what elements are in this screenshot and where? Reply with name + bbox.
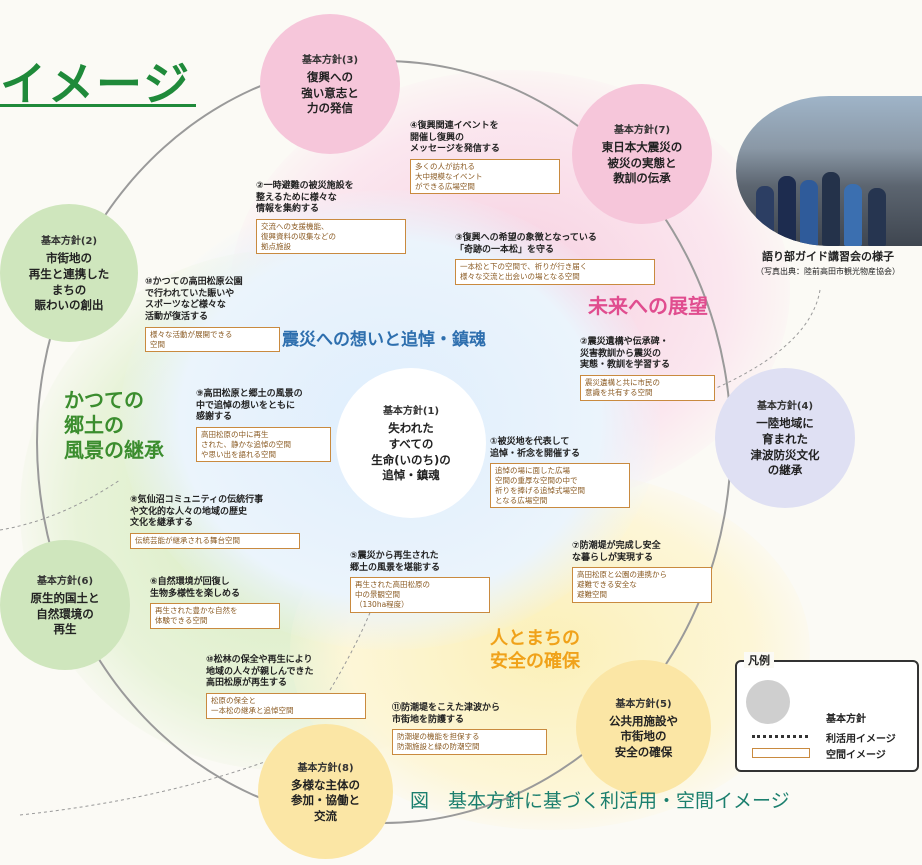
- policy-text: 公共用施設や 市街地の 安全の確保: [609, 713, 678, 759]
- leader-line-left-top: [0, 479, 121, 531]
- legend-policy-label: 基本方針: [826, 714, 866, 725]
- activity-item: ①被災地を代表して 追悼・祈念を開催する 追悼の場に面した広場 空間の重厚な空間…: [490, 426, 630, 519]
- space-image-box: 高田松原と公園の連携から 避難できる安全な 避難空間: [572, 567, 712, 603]
- person-figure: [844, 184, 862, 246]
- activity-item: ⑤震災から再生された 郷土の風景を堪能する 再生された高田松原の 中の景観空間 …: [350, 540, 490, 624]
- center-policy-text: 失われた すべての 生命(いのち)の 追悼・鎮魂: [371, 421, 451, 483]
- policy-number: 基本方針(8): [297, 762, 354, 774]
- guide-workshop-photo: [736, 96, 922, 246]
- activity-heading: ⑪防潮堤をこえた津波から 市街地を防護する: [392, 703, 501, 725]
- activity-heading: ③復興への希望の象徴となっている 「奇跡の一本松」を守る: [455, 233, 597, 255]
- zone-label-past: かつての 郷土の 風景の継承: [64, 388, 164, 462]
- person-figure: [868, 188, 886, 246]
- activity-heading: ⑤震災から再生された 郷土の風景を堪能する: [350, 551, 441, 573]
- photo-caption: 語り部ガイド講習会の様子: [762, 250, 894, 263]
- person-figure: [800, 180, 818, 246]
- space-image-box: 松原の保全と 一本松の継承と追悼空間: [206, 693, 366, 719]
- legend-activity-label: 利活用イメージ: [826, 734, 896, 745]
- policy-number: 基本方針(6): [36, 576, 94, 588]
- policy-number: 基本方針(2): [40, 236, 98, 248]
- space-image-box: 多くの人が訪れる 大中規模なイベント ができる広場空間: [410, 159, 560, 195]
- policy-text: 復興への 強い意志と 力の発信: [301, 70, 359, 116]
- activity-heading: ①被災地を代表して 追悼・祈念を開催する: [490, 437, 581, 459]
- photo-credit: （写真出典：陸前高田市観光物産協会）: [756, 267, 900, 276]
- space-image-box: 様々な活動が展開できる 空間: [145, 326, 280, 353]
- policy-circle-6: 基本方針(6) 原生的国土と 自然環境の 再生: [0, 540, 130, 670]
- legend-title: 凡例: [744, 652, 774, 668]
- policy-number: 基本方針(5): [615, 698, 672, 710]
- activity-heading: ⑥自然環境が回復し 生物多様性を楽しめる: [150, 577, 241, 599]
- legend-activity-swatch: [752, 735, 808, 740]
- activity-item: ⑨高田松原と郷土の風景の 中で追悼の想いをともに 感謝する 高田松原の中に再生 …: [196, 378, 331, 473]
- space-image-box: 一本松と下の空間で、祈りが行き届く 様々な交流と出会いの場となる空間: [455, 259, 655, 285]
- zone-label-future: 未来への展望: [588, 294, 708, 318]
- person-figure: [756, 186, 774, 246]
- figure-caption: 図 基本方針に基づく利活用・空間イメージ: [410, 790, 790, 812]
- activity-item: ⑩松林の保全や再生により 地域の人々が親しんできた 高田松原が再生する 松原の保…: [206, 644, 366, 730]
- legend-policy-swatch: [746, 680, 790, 724]
- policy-circle-2: 基本方針(2) 市街地の 再生と連携した まちの 賑わいの創出: [0, 204, 138, 342]
- person-figure: [778, 176, 796, 246]
- leader-line-left-bottom: [19, 759, 271, 816]
- policy-number: 基本方針(3): [301, 55, 359, 67]
- legend-space-label: 空間イメージ: [826, 750, 886, 761]
- activity-heading: ⑨高田松原と郷土の風景の 中で追悼の想いをともに 感謝する: [196, 389, 303, 423]
- policy-number: 基本方針(7): [613, 125, 671, 137]
- policy-text: 原生的国土と 自然環境の 再生: [30, 591, 100, 637]
- zone-label-safety: 人とまちの 安全の確保: [490, 628, 580, 672]
- policy-circle-8: 基本方針(8) 多様な主体の 参加・協働と 交流: [258, 724, 393, 859]
- activity-heading: ②震災遺構や伝承碑・ 災害教訓から震災の 実態・教訓を学習する: [580, 337, 671, 371]
- center-policy-circle: 基本方針(1) 失われた すべての 生命(いのち)の 追悼・鎮魂: [336, 368, 486, 518]
- activity-heading: ④復興関連イベントを 開催し復興の メッセージを発信する: [410, 121, 500, 155]
- title-underline: [0, 104, 196, 107]
- policy-circle-3: 基本方針(3) 復興への 強い意志と 力の発信: [260, 14, 400, 154]
- leader-line-right: [699, 289, 821, 396]
- activity-item: ④復興関連イベントを 開催し復興の メッセージを発信する 多くの人が訪れる 大中…: [410, 110, 560, 205]
- space-image-box: 交流への支援機能、 復興資料の収集などの 拠点施設: [256, 219, 406, 255]
- activity-heading: ⑦防潮堤が完成し安全 な暮らしが実現する: [572, 541, 661, 563]
- space-image-box: 高田松原の中に再生 された、静かな追悼の空間 や思い出を語れる空間: [196, 427, 331, 463]
- space-image-box: 防潮堤の機能を担保する 防潮施設と緑の防潮空間: [392, 729, 547, 755]
- activity-heading: ⑩松林の保全や再生により 地域の人々が親しんできた 高田松原が再生する: [206, 655, 314, 689]
- activity-item: ⑩かつての高田松原公園 で行われていた賑いや スポーツなど様々な 活動が復活する…: [145, 266, 280, 363]
- activity-item: ⑥自然環境が回復し 生物多様性を楽しめる 再生された豊かな自然を 体験できる空間: [150, 566, 280, 640]
- policy-text: 多様な主体の 参加・協働と 交流: [291, 777, 360, 823]
- space-image-box: 追悼の場に面した広場 空間の重厚な空間の中で 祈りを捧げる追悼式場空間 となる広…: [490, 463, 630, 509]
- space-image-box: 震災遺構と共に市民の 意識を共有する空間: [580, 375, 715, 401]
- space-image-box: 再生された豊かな自然を 体験できる空間: [150, 603, 280, 629]
- activity-item: ⑪防潮堤をこえた津波から 市街地を防護する 防潮堤の機能を担保する 防潮施設と緑…: [392, 692, 547, 766]
- activity-item: ⑦防潮堤が完成し安全 な暮らしが実現する 高田松原と公園の連携から 避難できる安…: [572, 530, 712, 614]
- space-image-box: 伝統芸能が継承される舞台空間: [130, 533, 300, 549]
- activity-heading: ②一時避難の被災施設を 整えるために様々な 情報を集約する: [256, 181, 354, 215]
- policy-circle-4: 基本方針(4) 一陸地域に 育まれた 津波防災文化 の継承: [715, 368, 855, 508]
- activity-heading: ⑧気仙沼コミュニティの伝統行事 や文化的な人々の地域の歴史 文化を継承する: [130, 495, 264, 529]
- activity-item: ②震災遺構や伝承碑・ 災害教訓から震災の 実態・教訓を学習する 震災遺構と共に市…: [580, 326, 715, 412]
- policy-text: 一陸地域に 育まれた 津波防災文化 の継承: [750, 416, 820, 478]
- activity-item: ②一時避難の被災施設を 整えるために様々な 情報を集約する 交流への支援機能、 …: [256, 170, 406, 265]
- policy-text: 市街地の 再生と連携した まちの 賑わいの創出: [28, 251, 110, 313]
- center-policy-number: 基本方針(1): [382, 406, 440, 418]
- zone-label-center: 震災への想いと追悼・鎮魂: [282, 330, 486, 350]
- policy-text: 東日本大震災の 被災の実態と 教訓の伝承: [601, 140, 683, 186]
- legend-space-swatch: [752, 748, 810, 758]
- policy-number: 基本方針(4): [756, 401, 814, 413]
- policy-circle-7: 基本方針(7) 東日本大震災の 被災の実態と 教訓の伝承: [572, 84, 712, 224]
- policy-circle-5: 基本方針(5) 公共用施設や 市街地の 安全の確保: [576, 660, 711, 795]
- space-image-box: 再生された高田松原の 中の景観空間 （130ha程度）: [350, 577, 490, 613]
- activity-item: ⑧気仙沼コミュニティの伝統行事 や文化的な人々の地域の歴史 文化を継承する 伝統…: [130, 484, 300, 560]
- page-title: イメージ: [0, 57, 192, 111]
- activity-heading: ⑩かつての高田松原公園 で行われていた賑いや スポーツなど様々な 活動が復活する: [145, 277, 243, 323]
- person-figure: [822, 172, 840, 246]
- activity-item: ③復興への希望の象徴となっている 「奇跡の一本松」を守る 一本松と下の空間で、祈…: [455, 222, 655, 296]
